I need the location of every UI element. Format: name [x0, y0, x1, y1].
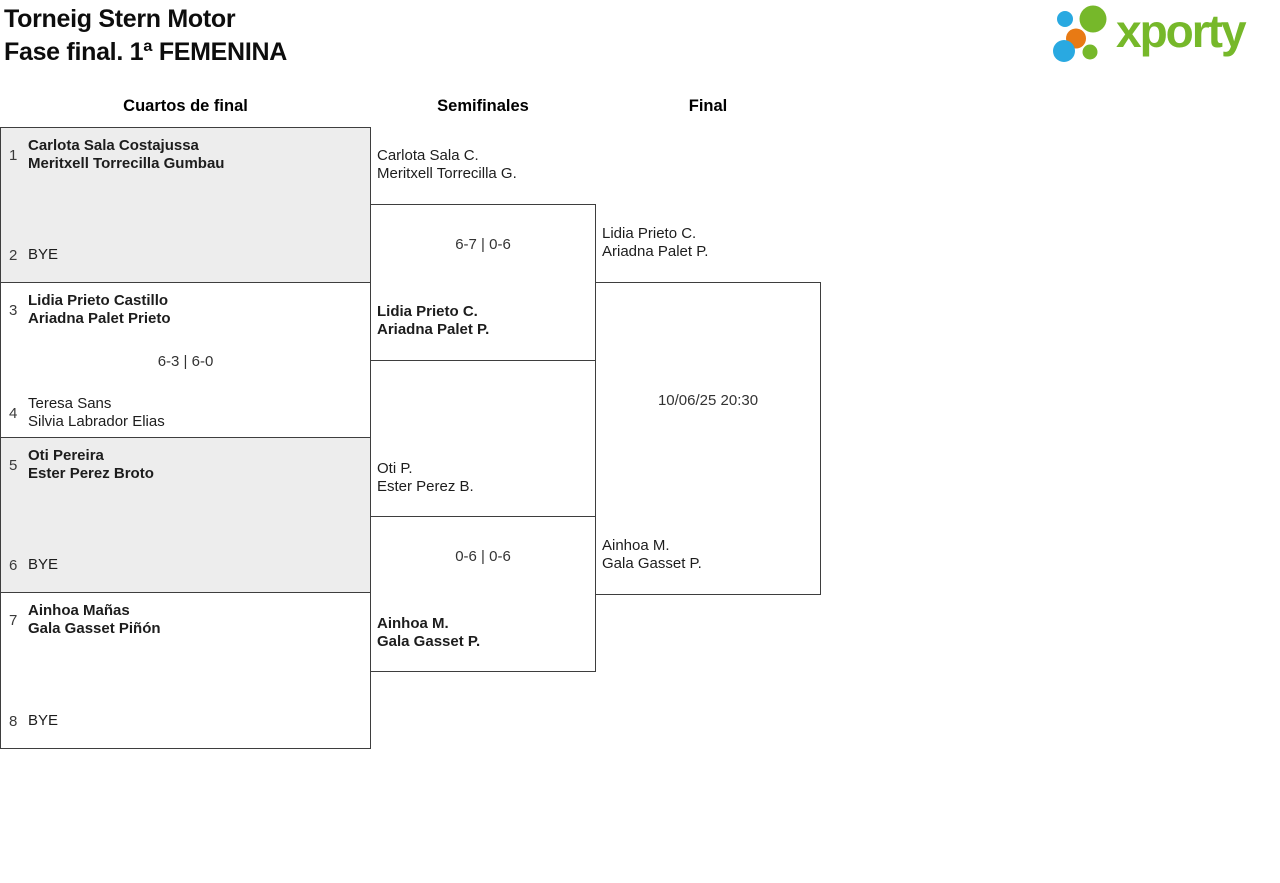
team-line: Gala Gasset P. — [602, 555, 702, 572]
sf1-score: 6-7 | 0-6 — [455, 236, 511, 253]
seed-number: 3 — [9, 301, 18, 319]
participant-row: 5 Oti Pereira Ester Perez Broto — [1, 447, 154, 483]
page-title-line2: Fase final. 1ª FEMENINA — [4, 38, 287, 66]
match-score: 6-3 | 6-0 — [157, 353, 214, 370]
team-line: Ainhoa Mañas — [28, 602, 130, 619]
participant-row: 7 Ainhoa Mañas Gala Gasset Piñón — [1, 602, 161, 638]
team-line: Lidia Prieto C. — [377, 303, 478, 320]
seed-number: 2 — [9, 246, 18, 264]
team-line: Teresa Sans — [28, 395, 112, 412]
team-line: Carlota Sala C. — [377, 147, 479, 164]
team-line: Lidia Prieto C. — [602, 225, 697, 242]
team-line: Ariadna Palet Prieto — [28, 310, 171, 327]
bye-label: BYE — [28, 246, 59, 263]
logo-dots-icon — [1053, 5, 1107, 62]
round-header-quarterfinals: Cuartos de final — [123, 97, 248, 115]
participant-row: 6 BYE — [1, 556, 58, 574]
team-names: BYE — [28, 556, 58, 574]
participant-row: 2 BYE — [1, 246, 58, 264]
match-box-qf1: 1 Carlota Sala Costajussa Meritxell Torr… — [0, 127, 371, 283]
bye-label: BYE — [28, 712, 59, 729]
seed-number: 5 — [9, 456, 18, 474]
team-names: Carlota Sala Costajussa Meritxell Torrec… — [28, 137, 224, 173]
participant-row: 3 Lidia Prieto Castillo Ariadna Palet Pr… — [1, 292, 171, 328]
team-line: Meritxell Torrecilla G. — [377, 165, 517, 182]
team-names: Oti Pereira Ester Perez Broto — [28, 447, 154, 483]
team-line: Carlota Sala Costajussa — [28, 137, 199, 154]
team-line: Gala Gasset Piñón — [28, 620, 161, 637]
team-names: Lidia Prieto Castillo Ariadna Palet Prie… — [28, 292, 171, 328]
team-line: Lidia Prieto Castillo — [28, 292, 169, 309]
bye-label: BYE — [28, 556, 59, 573]
team-line: Ester Perez B. — [377, 478, 474, 495]
team-line: Ainhoa M. — [602, 537, 670, 554]
team-line: Silvia Labrador Elias — [28, 413, 165, 430]
sf2-bottom-team: Ainhoa M. Gala Gasset P. — [377, 615, 480, 651]
seed-number: 8 — [9, 712, 18, 730]
team-names: BYE — [28, 246, 58, 264]
round-header-final: Final — [688, 97, 728, 115]
team-line: Oti Pereira — [28, 447, 104, 464]
logo-wordmark: xporty — [1116, 5, 1247, 57]
round-header-semifinals: Semifinales — [437, 97, 529, 115]
team-line: Ainhoa M. — [377, 615, 449, 632]
participant-row: 4 Teresa Sans Silvia Labrador Elias — [1, 395, 165, 431]
page-title-line1: Torneig Stern Motor — [4, 5, 236, 33]
team-line: Ariadna Palet P. — [377, 321, 490, 338]
seed-number: 7 — [9, 611, 18, 629]
team-line: Oti P. — [377, 460, 413, 477]
team-line: Meritxell Torrecilla Gumbau — [28, 155, 225, 172]
team-line: Ariadna Palet P. — [602, 243, 709, 260]
seed-number: 6 — [9, 556, 18, 574]
team-names: BYE — [28, 712, 58, 730]
match-box-qf3: 5 Oti Pereira Ester Perez Broto 6 BYE — [0, 437, 371, 593]
sf2-score: 0-6 | 0-6 — [455, 548, 511, 565]
sf1-top-team: Carlota Sala C. Meritxell Torrecilla G. — [377, 147, 517, 183]
match-box-qf4: 7 Ainhoa Mañas Gala Gasset Piñón 8 BYE — [0, 592, 371, 749]
sf1-bottom-team: Lidia Prieto C. Ariadna Palet P. — [377, 303, 489, 339]
final-top-team: Lidia Prieto C. Ariadna Palet P. — [602, 225, 708, 261]
final-bottom-team: Ainhoa M. Gala Gasset P. — [602, 537, 702, 573]
participant-row: 8 BYE — [1, 712, 58, 730]
participant-row: 1 Carlota Sala Costajussa Meritxell Torr… — [1, 137, 224, 173]
seed-number: 1 — [9, 146, 18, 164]
team-line: Gala Gasset P. — [377, 633, 481, 650]
sf2-top-team: Oti P. Ester Perez B. — [377, 460, 474, 496]
team-names: Teresa Sans Silvia Labrador Elias — [28, 395, 165, 431]
match-box-qf2: 3 Lidia Prieto Castillo Ariadna Palet Pr… — [0, 282, 371, 438]
team-names: Ainhoa Mañas Gala Gasset Piñón — [28, 602, 161, 638]
final-schedule: 10/06/25 20:30 — [657, 392, 759, 409]
xporty-logo[interactable]: xporty — [1050, 2, 1247, 66]
match-box-final — [595, 282, 821, 595]
seed-number: 4 — [9, 404, 18, 422]
team-line: Ester Perez Broto — [28, 465, 154, 482]
